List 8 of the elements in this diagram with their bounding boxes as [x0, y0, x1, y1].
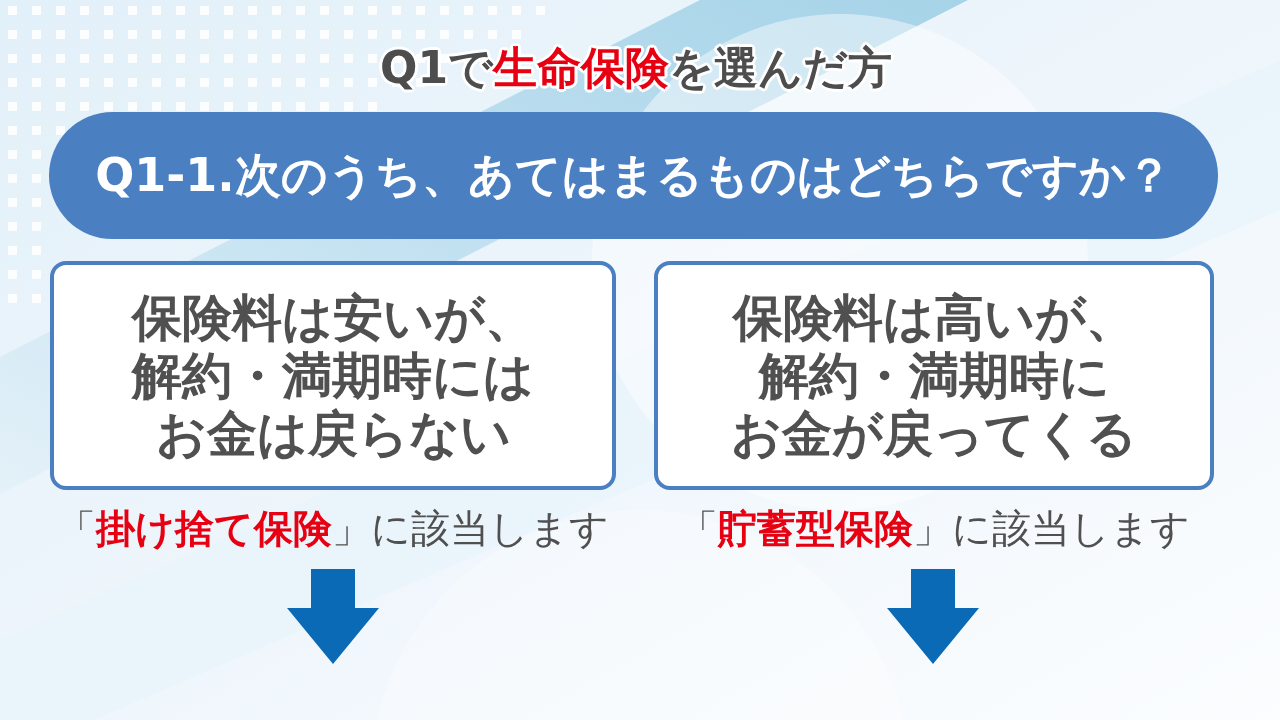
- option-text: 保険料は高いが、解約・満期時にお金が戻ってくる: [731, 288, 1137, 463]
- heading: Q1で生命保険を選んだ方: [380, 42, 892, 95]
- option-box: [654, 261, 1214, 490]
- caption-text: 「貯蓄型保険」に該当します: [678, 506, 1190, 553]
- question-text: Q1-1.次のうち、あてはまるものはどちらですか？: [95, 147, 1172, 204]
- option-text: 保険料は安いが、解約・満期時にはお金は戻らない: [131, 288, 535, 463]
- caption-text: 「掛け捨て保険」に該当します: [57, 506, 609, 553]
- option-box: [50, 261, 616, 490]
